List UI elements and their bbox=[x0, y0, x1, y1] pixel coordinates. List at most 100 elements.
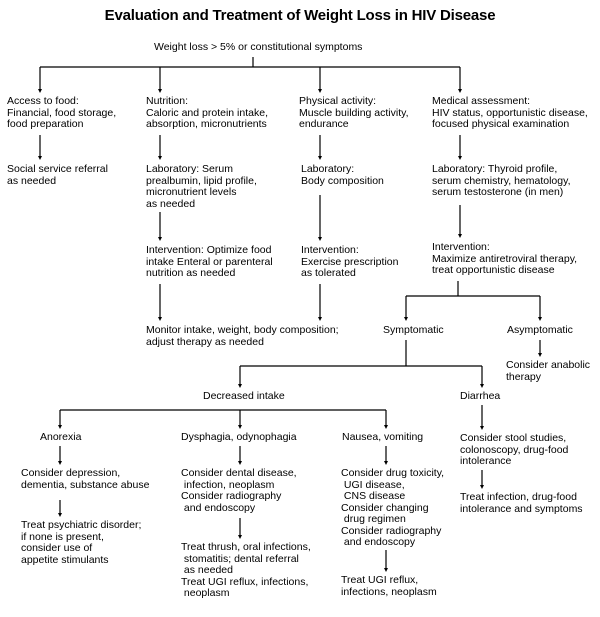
arrowhead-icon bbox=[58, 513, 62, 517]
node-text-line: intake Enteral or parenteral bbox=[146, 255, 273, 268]
node-text-line: endurance bbox=[299, 118, 349, 130]
arrowhead-icon bbox=[538, 317, 542, 321]
arrowhead-icon bbox=[238, 461, 242, 465]
node-text-line: neoplasm bbox=[181, 587, 230, 599]
node-text-line: Physical activity: bbox=[299, 95, 377, 107]
node-text-line: stomatitis; dental referral bbox=[181, 552, 299, 565]
node-dysphagia-treat: Treat thrush, oral infections, stomatiti… bbox=[181, 541, 311, 600]
node-text-line: Nausea, vomiting bbox=[342, 431, 424, 443]
node-text-line: Anorexia bbox=[40, 431, 82, 443]
arrowhead-icon bbox=[480, 485, 484, 489]
node-text-line: Consider stool studies, bbox=[460, 432, 567, 444]
node-text-line: as needed bbox=[181, 564, 233, 576]
node-text-line: treat opportunistic disease bbox=[432, 264, 555, 276]
node-text-line: and endoscopy bbox=[341, 536, 416, 548]
node-text-line: Access to food: bbox=[7, 95, 79, 107]
node-access-to-food: Access to food:Financial, food storage,f… bbox=[7, 95, 116, 131]
node-text-line: Intervention: bbox=[301, 244, 359, 256]
node-medical-assessment: Medical assessment:HIV status, opportuni… bbox=[432, 95, 588, 131]
arrowhead-icon bbox=[384, 461, 388, 465]
node-text-line: drug regimen bbox=[341, 513, 406, 525]
node-text-line: Consider changing bbox=[341, 501, 429, 514]
node-text-line: Nutrition: bbox=[146, 95, 189, 107]
node-text-line: Laboratory: bbox=[301, 163, 355, 175]
node-medical-lab: Laboratory: Thyroid profile,serum chemis… bbox=[432, 163, 571, 199]
page-title: Evaluation and Treatment of Weight Loss … bbox=[104, 7, 496, 24]
arrowhead-icon bbox=[318, 156, 322, 160]
node-monitor: Monitor intake, weight, body composition… bbox=[146, 324, 339, 348]
node-text-line: Laboratory: Serum bbox=[146, 163, 233, 175]
arrowhead-icon bbox=[384, 425, 388, 429]
node-dysphagia: Dysphagia, odynophagia bbox=[181, 431, 297, 444]
arrowhead-icon bbox=[38, 89, 42, 93]
node-text-line: Consider radiography bbox=[341, 524, 442, 537]
node-text-line: colonoscopy, drug-food bbox=[460, 443, 569, 456]
arrowhead-icon bbox=[238, 384, 242, 388]
node-text-line: Social service referral bbox=[7, 163, 108, 175]
node-physical-activity: Physical activity:Muscle building activi… bbox=[299, 95, 409, 131]
node-diarrhea-consider: Consider stool studies,colonoscopy, drug… bbox=[460, 432, 569, 468]
node-text-line: Maximize antiretroviral therapy, bbox=[432, 252, 578, 265]
node-text-line: CNS disease bbox=[341, 490, 406, 502]
arrowhead-icon bbox=[158, 317, 162, 321]
node-text-line: Diarrhea bbox=[460, 390, 501, 402]
arrowhead-icon bbox=[404, 317, 408, 321]
node-text-line: Dysphagia, odynophagia bbox=[181, 431, 297, 443]
node-anorexia-consider: Consider depression,dementia, substance … bbox=[21, 467, 150, 491]
node-text-line: intolerance bbox=[460, 455, 512, 467]
node-anorexia-treat: Treat psychiatric disorder;if none is pr… bbox=[21, 519, 141, 566]
arrowhead-icon bbox=[238, 535, 242, 539]
node-text-line: consider use of bbox=[21, 542, 93, 554]
arrowhead-icon bbox=[318, 237, 322, 241]
node-text-line: food preparation bbox=[7, 118, 84, 130]
node-text-line: appetite stimulants bbox=[21, 553, 109, 566]
node-text-line: Treat infection, drug-food bbox=[460, 491, 577, 503]
node-text-line: Body composition bbox=[301, 174, 384, 187]
node-text-line: dementia, substance abuse bbox=[21, 478, 150, 491]
node-nutrition: Nutrition:Caloric and protein intake,abs… bbox=[146, 95, 268, 131]
node-decreased-intake: Decreased intake bbox=[203, 390, 285, 403]
node-diarrhea: Diarrhea bbox=[460, 390, 501, 403]
node-text-line: infections, neoplasm bbox=[341, 585, 437, 598]
node-text-line: Consider dental disease, bbox=[181, 467, 297, 479]
node-text-line: Medical assessment: bbox=[432, 95, 531, 107]
node-text-line: Consider anabolic bbox=[506, 359, 591, 371]
arrowhead-icon bbox=[458, 89, 462, 93]
arrowhead-icon bbox=[384, 568, 388, 572]
node-text-line: absorption, micronutrients bbox=[146, 118, 267, 130]
node-text-line: Treat UGI reflux, bbox=[341, 574, 419, 586]
node-text-line: and endoscopy bbox=[181, 501, 256, 514]
arrowhead-icon bbox=[458, 156, 462, 160]
node-text-line: Asymptomatic bbox=[507, 324, 573, 336]
node-text-line: therapy bbox=[506, 370, 542, 383]
node-nausea-consider: Consider drug toxicity, UGI disease, CNS… bbox=[341, 467, 445, 549]
node-nausea: Nausea, vomiting bbox=[342, 431, 424, 444]
node-nausea-treat: Treat UGI reflux,infections, neoplasm bbox=[341, 574, 437, 598]
node-text-line: as tolerated bbox=[301, 267, 356, 279]
node-text-line: micronutrient levels bbox=[146, 186, 237, 198]
node-text-line: Intervention: bbox=[432, 241, 490, 253]
node-root: Weight loss > 5% or constitutional sympt… bbox=[154, 41, 363, 54]
arrowhead-icon bbox=[480, 384, 484, 388]
arrowhead-icon bbox=[458, 234, 462, 238]
arrowhead-icon bbox=[58, 425, 62, 429]
node-text-line: adjust therapy as needed bbox=[146, 335, 264, 348]
node-text-line: Intervention: Optimize food bbox=[146, 244, 272, 256]
node-text-line: nutrition as needed bbox=[146, 267, 236, 279]
arrowhead-icon bbox=[38, 156, 42, 160]
node-text-line: Consider drug toxicity, bbox=[341, 467, 445, 479]
node-text-line: if none is present, bbox=[21, 530, 104, 543]
arrowhead-icon bbox=[158, 89, 162, 93]
node-text-line: serum chemistry, hematology, bbox=[432, 174, 571, 187]
node-symptomatic: Symptomatic bbox=[383, 324, 444, 337]
node-dysphagia-consider: Consider dental disease, infection, neop… bbox=[181, 467, 297, 514]
arrowhead-icon bbox=[318, 317, 322, 321]
node-anorexia: Anorexia bbox=[40, 431, 82, 444]
node-text-line: Weight loss > 5% or constitutional sympt… bbox=[154, 41, 363, 53]
arrowhead-icon bbox=[480, 426, 484, 430]
